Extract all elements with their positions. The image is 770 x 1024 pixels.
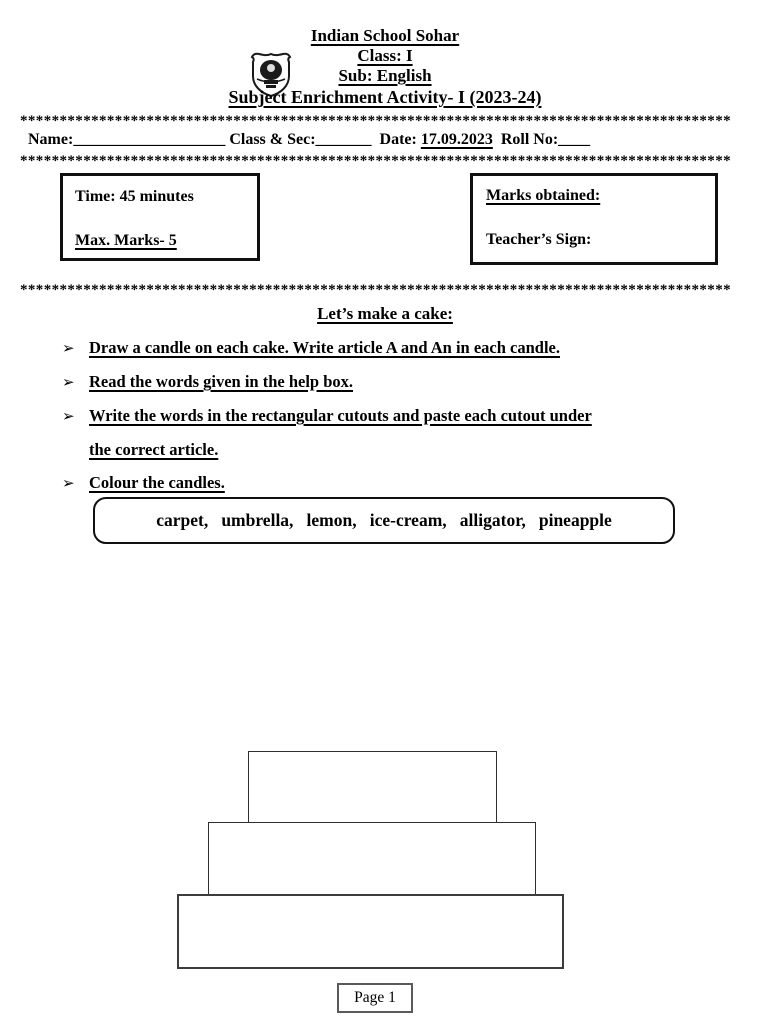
name-label: Name: xyxy=(28,131,74,148)
instruction-item: ➢ Read the words given in the help box. xyxy=(62,371,722,393)
instruction-text: Draw a candle on each cake. Write articl… xyxy=(89,338,560,357)
arrow-bullet-icon: ➢ xyxy=(62,373,75,391)
activity-section-title: Let’s make a cake: xyxy=(317,304,453,323)
word-help-box: carpet, umbrella, lemon, ice-cream, alli… xyxy=(93,497,675,544)
arrow-bullet-icon: ➢ xyxy=(62,339,75,357)
activity-title-line: Subject Enrichment Activity- I (2023-24) xyxy=(228,87,542,107)
subject-line: Sub: English xyxy=(338,66,432,85)
date-label: Date: xyxy=(379,131,421,148)
page-number-label: Page 1 xyxy=(354,989,396,1006)
marks-obtained-label: Marks obtained: xyxy=(486,187,601,204)
time-line: Time: 45 minutes xyxy=(75,188,194,205)
roll-no-blank-field: ____ xyxy=(558,131,591,148)
instruction-item: ➢ Colour the candles. xyxy=(62,472,722,494)
name-blank-field: ___________________ xyxy=(73,131,226,148)
school-logo-icon xyxy=(247,52,295,98)
roll-no-label: Roll No: xyxy=(500,131,559,148)
instruction-list: ➢ Draw a candle on each cake. Write arti… xyxy=(62,337,722,506)
asterisk-separator: ****************************************… xyxy=(20,154,731,169)
help-box-words: carpet, umbrella, lemon, ice-cream, alli… xyxy=(156,510,612,530)
class-sec-blank-field: _______ xyxy=(315,131,372,148)
asterisk-separator: ****************************************… xyxy=(20,283,731,298)
date-value: 17.09.2023 xyxy=(420,131,493,148)
cake-tier-bottom xyxy=(177,894,564,969)
class-line: Class: I xyxy=(357,46,413,65)
cake-tier-top xyxy=(248,751,497,823)
instruction-continuation: the correct article. xyxy=(89,439,722,460)
student-info-row: Name:___________________ Class & Sec:___… xyxy=(28,131,758,149)
school-name: Indian School Sohar xyxy=(310,26,460,45)
instruction-text: Colour the candles. xyxy=(89,473,225,492)
instruction-text: Read the words given in the help box. xyxy=(89,372,354,391)
cake-tier-middle xyxy=(208,822,536,896)
document-header: Indian School Sohar Class: I Sub: Englis… xyxy=(0,26,770,108)
time-marks-box: Time: 45 minutes Max. Marks- 5 xyxy=(60,173,260,261)
instruction-item: ➢ Draw a candle on each cake. Write arti… xyxy=(62,337,722,359)
instruction-text: the correct article. xyxy=(89,440,219,459)
marks-obtained-box: Marks obtained: Teacher’s Sign: xyxy=(470,173,718,265)
arrow-bullet-icon: ➢ xyxy=(62,474,75,492)
asterisk-separator: ****************************************… xyxy=(20,114,731,129)
class-sec-label: Class & Sec: xyxy=(229,131,316,148)
instruction-item: ➢ Write the words in the rectangular cut… xyxy=(62,405,722,427)
page-number-box: Page 1 xyxy=(337,983,413,1013)
instruction-text: Write the words in the rectangular cutou… xyxy=(89,406,592,425)
arrow-bullet-icon: ➢ xyxy=(62,407,75,425)
teacher-sign-label: Teacher’s Sign: xyxy=(486,231,592,248)
max-marks-line: Max. Marks- 5 xyxy=(75,232,177,249)
